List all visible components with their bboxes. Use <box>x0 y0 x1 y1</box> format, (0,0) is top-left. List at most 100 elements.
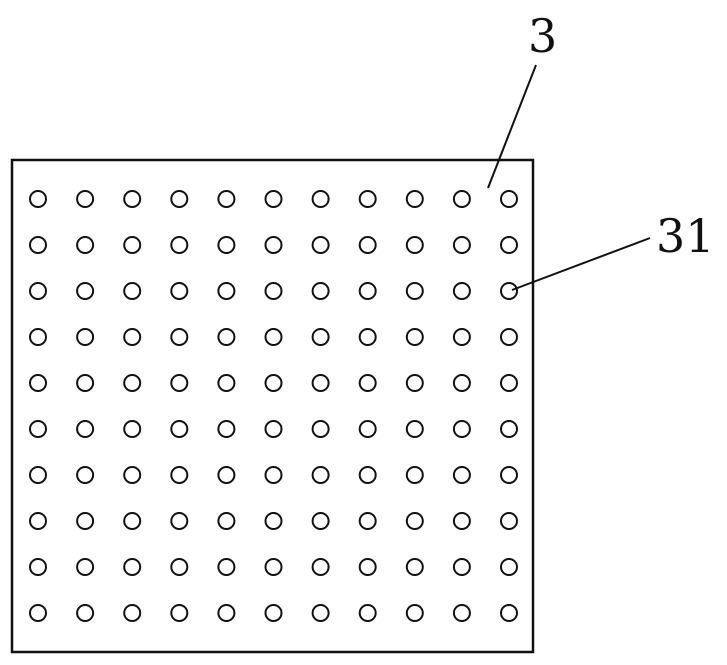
hole <box>313 375 329 391</box>
hole <box>501 559 517 575</box>
hole <box>360 467 376 483</box>
hole <box>313 191 329 207</box>
hole <box>313 329 329 345</box>
hole <box>77 283 93 299</box>
hole <box>407 605 423 621</box>
hole <box>266 513 282 529</box>
hole <box>124 329 140 345</box>
hole <box>218 467 234 483</box>
hole <box>501 605 517 621</box>
hole <box>313 421 329 437</box>
hole <box>30 559 46 575</box>
hole <box>360 559 376 575</box>
hole <box>407 559 423 575</box>
hole <box>124 421 140 437</box>
hole <box>77 605 93 621</box>
hole <box>218 237 234 253</box>
hole <box>30 605 46 621</box>
hole <box>501 467 517 483</box>
hole <box>266 329 282 345</box>
hole <box>218 605 234 621</box>
hole <box>454 375 470 391</box>
hole <box>77 513 93 529</box>
hole <box>313 237 329 253</box>
hole <box>501 237 517 253</box>
hole <box>171 283 187 299</box>
hole <box>407 237 423 253</box>
hole <box>266 559 282 575</box>
hole <box>266 283 282 299</box>
hole <box>124 375 140 391</box>
hole <box>124 559 140 575</box>
hole <box>30 467 46 483</box>
perforated-plate <box>12 160 533 652</box>
hole <box>454 421 470 437</box>
hole <box>454 559 470 575</box>
hole <box>171 375 187 391</box>
hole <box>124 283 140 299</box>
hole <box>501 513 517 529</box>
hole <box>266 237 282 253</box>
hole <box>124 191 140 207</box>
hole <box>124 605 140 621</box>
hole <box>218 283 234 299</box>
hole <box>501 329 517 345</box>
hole <box>171 237 187 253</box>
hole <box>77 467 93 483</box>
hole <box>360 513 376 529</box>
hole <box>266 605 282 621</box>
hole <box>266 467 282 483</box>
hole <box>360 329 376 345</box>
hole <box>360 375 376 391</box>
hole <box>124 237 140 253</box>
hole-reference-numeral: 31 <box>656 209 715 263</box>
hole <box>30 191 46 207</box>
hole <box>313 605 329 621</box>
hole <box>454 283 470 299</box>
hole <box>313 513 329 529</box>
hole <box>313 283 329 299</box>
hole <box>30 237 46 253</box>
hole <box>313 467 329 483</box>
hole <box>77 237 93 253</box>
hole <box>171 467 187 483</box>
hole <box>501 421 517 437</box>
hole <box>454 467 470 483</box>
hole <box>124 467 140 483</box>
hole <box>454 237 470 253</box>
hole <box>30 375 46 391</box>
hole <box>360 283 376 299</box>
hole <box>171 329 187 345</box>
hole <box>501 375 517 391</box>
hole <box>454 605 470 621</box>
hole <box>218 191 234 207</box>
hole <box>407 283 423 299</box>
hole <box>77 559 93 575</box>
plate-reference-numeral: 3 <box>528 9 557 63</box>
hole <box>360 605 376 621</box>
hole <box>171 513 187 529</box>
hole <box>218 559 234 575</box>
hole <box>171 421 187 437</box>
hole <box>454 329 470 345</box>
hole <box>360 191 376 207</box>
hole <box>266 375 282 391</box>
hole <box>77 329 93 345</box>
hole <box>360 237 376 253</box>
hole <box>77 191 93 207</box>
hole <box>407 329 423 345</box>
hole <box>77 375 93 391</box>
hole <box>124 513 140 529</box>
hole <box>30 513 46 529</box>
hole <box>77 421 93 437</box>
hole <box>501 191 517 207</box>
hole <box>218 375 234 391</box>
hole <box>30 421 46 437</box>
hole <box>313 559 329 575</box>
hole <box>30 329 46 345</box>
hole <box>218 421 234 437</box>
hole <box>171 605 187 621</box>
hole <box>266 191 282 207</box>
hole <box>407 421 423 437</box>
